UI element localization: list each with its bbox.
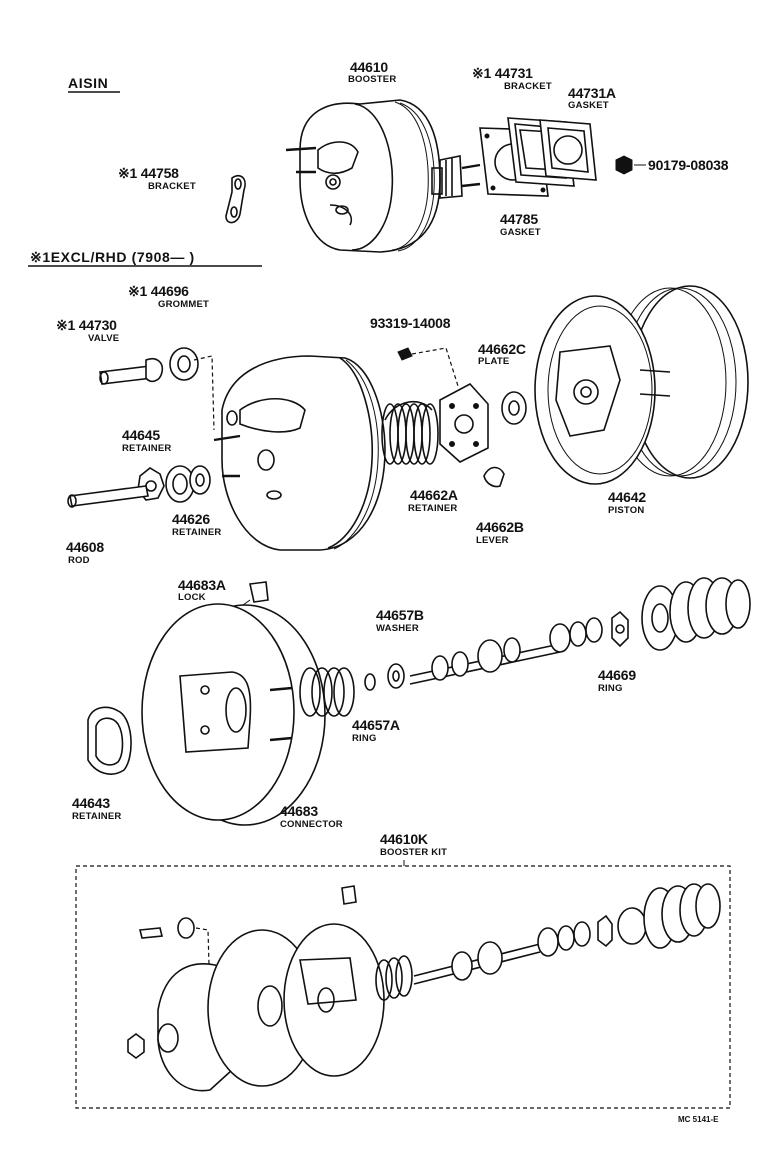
part-name-44657b: WASHER	[376, 623, 419, 634]
plate-drawing	[501, 391, 527, 425]
part-number-44731: ※1 44731	[472, 65, 533, 81]
drawing-code: MC 5141-E	[678, 1115, 719, 1124]
part-number-44645: 44645	[122, 427, 160, 443]
booster-drawing	[285, 99, 481, 253]
part-name-44662c: PLATE	[478, 356, 510, 367]
part-number-44683: 44683	[280, 803, 318, 819]
part-number-44608: 44608	[66, 539, 104, 555]
part-number-44642: 44642	[608, 489, 646, 505]
bracket-44758-drawing	[225, 174, 246, 224]
seal-drawing	[299, 667, 355, 717]
gasket-44731a-drawing	[539, 119, 597, 181]
part-number-44662c: 44662C	[478, 341, 526, 357]
part-number-44610: 44610	[350, 59, 388, 75]
ring-44669-drawing	[611, 610, 629, 648]
part-name-44610k: BOOSTER KIT	[380, 847, 448, 858]
shaft-drawing	[409, 617, 603, 685]
bellows-drawing	[641, 577, 751, 651]
washer-drawing	[387, 663, 405, 689]
part-number-44669: 44669	[598, 667, 636, 683]
valve-drawing	[99, 357, 164, 385]
part-name-44785: GASKET	[500, 227, 541, 238]
screw-drawing	[397, 347, 459, 387]
ring-44657a-drawing	[364, 673, 376, 691]
part-name-44683a: LOCK	[178, 592, 206, 603]
rear-shell-drawing	[141, 603, 326, 826]
supplier-heading: AISIN	[68, 75, 109, 91]
piston-drawing	[534, 285, 749, 485]
front-shell-drawing	[213, 355, 386, 551]
part-name-44610: BOOSTER	[348, 74, 397, 85]
part-name-44730: VALVE	[88, 333, 120, 344]
part-number-44662a: 44662A	[410, 487, 458, 503]
part-name-44758: BRACKET	[148, 181, 196, 192]
part-name-44662b: LEVER	[476, 535, 509, 546]
part-number-44643: 44643	[72, 795, 110, 811]
grommet-drawing	[169, 347, 199, 381]
part-name-44696: GROMMET	[158, 299, 210, 310]
part-number-44657b: 44657B	[376, 607, 424, 623]
part-name-44645: RETAINER	[122, 443, 172, 454]
lever-drawing	[483, 466, 505, 488]
spring-drawing	[381, 401, 439, 465]
part-number-44758: ※1 44758	[118, 165, 179, 181]
part-name-44731: BRACKET	[504, 81, 552, 92]
part-number-44730: ※1 44730	[56, 317, 117, 333]
part-number-44626: 44626	[172, 511, 210, 527]
part-name-44608: ROD	[68, 555, 90, 566]
part-name-44626: RETAINER	[172, 527, 222, 538]
part-number-44731a: 44731A	[568, 85, 616, 101]
retainer-44662a-drawing	[439, 382, 489, 463]
rod-drawing	[67, 485, 149, 508]
part-number-44696: ※1 44696	[128, 283, 189, 299]
retainer-44643-drawing	[87, 706, 132, 775]
part-number-90179: 90179-08038	[648, 157, 729, 173]
part-number-44683a: 44683A	[178, 577, 226, 593]
part-number-44662b: 44662B	[476, 519, 524, 535]
part-name-44669: RING	[598, 683, 623, 694]
part-name-44657a: RING	[352, 733, 377, 744]
applicability-note: ※1EXCL/RHD (7908— )	[30, 249, 195, 265]
retainer-44626-drawing	[165, 465, 211, 503]
part-number-93319: 93319-14008	[370, 315, 451, 331]
part-number-44785: 44785	[500, 211, 538, 227]
part-number-44610k: 44610K	[380, 831, 428, 847]
part-name-44683: CONNECTOR	[280, 819, 343, 830]
part-name-44731a: GASKET	[568, 100, 609, 111]
nut-drawing	[615, 155, 646, 175]
kit-drawing	[127, 883, 721, 1092]
part-name-44662a: RETAINER	[408, 503, 458, 514]
lock-drawing	[249, 581, 269, 603]
part-number-44657a: 44657A	[352, 717, 400, 733]
part-name-44642: PISTON	[608, 505, 645, 516]
part-name-44643: RETAINER	[72, 811, 122, 822]
